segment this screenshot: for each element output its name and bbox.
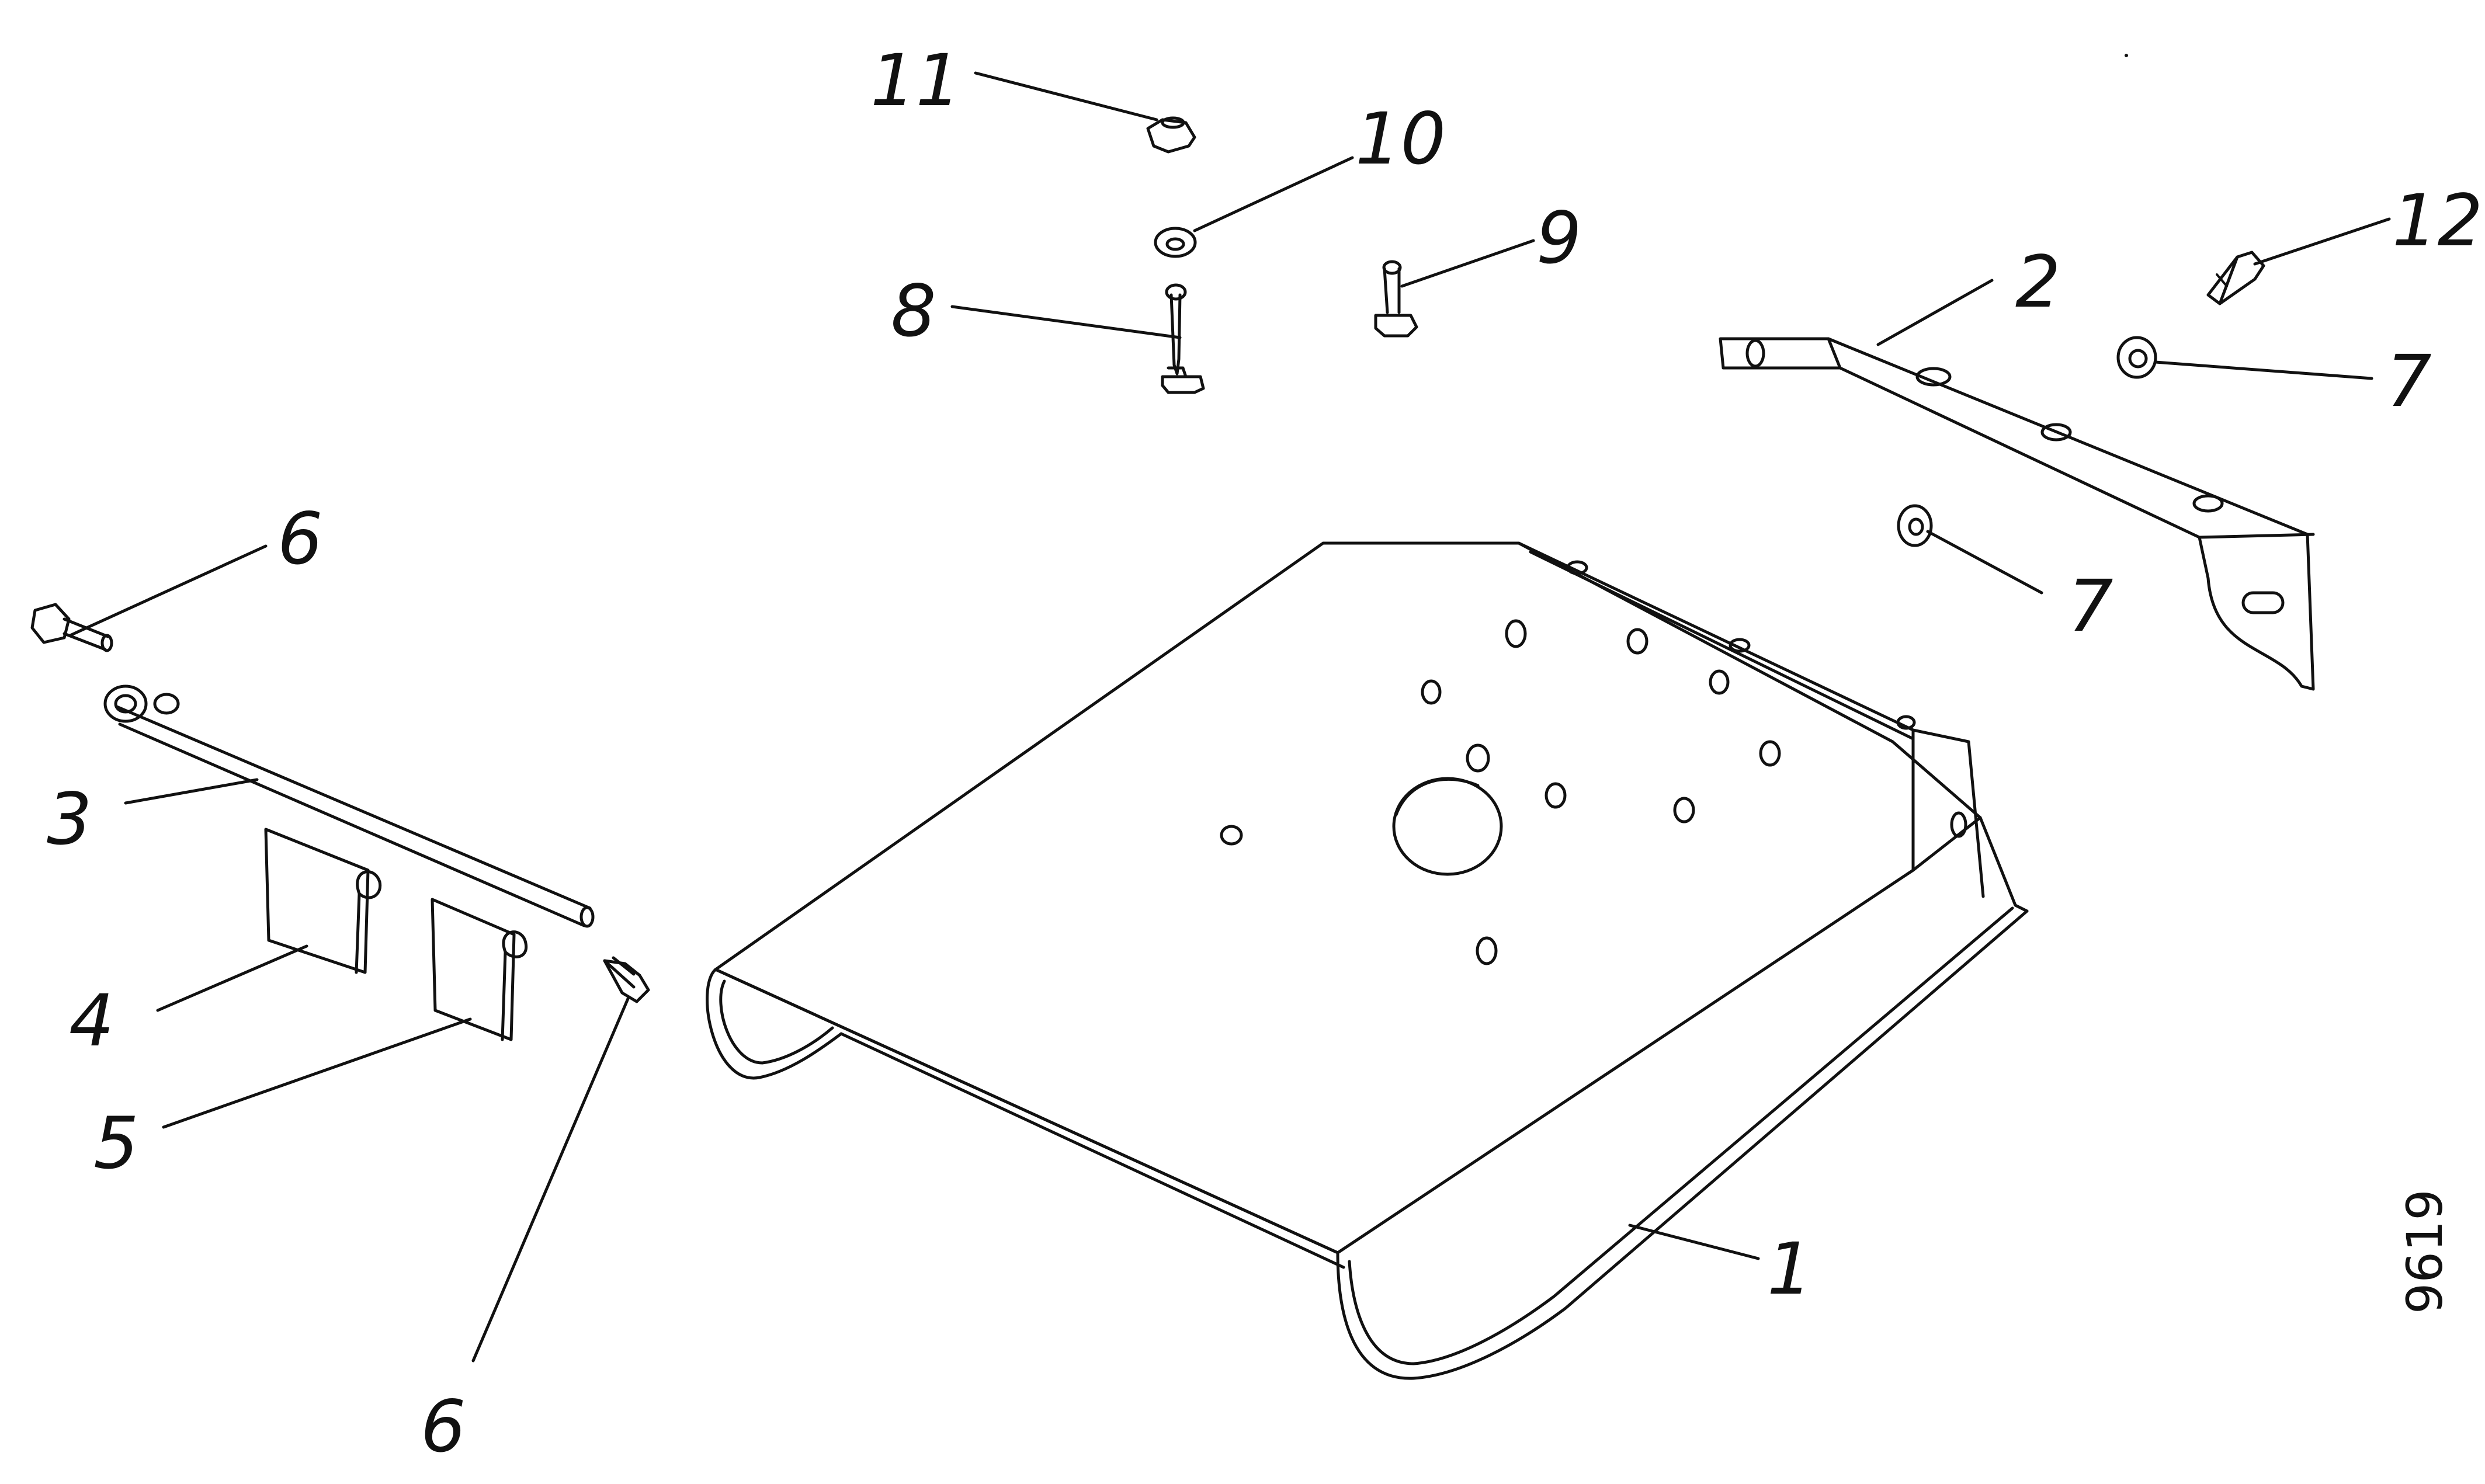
callout-8: 8: [891, 270, 936, 353]
part-7-washer-upper: [2116, 336, 2157, 379]
part-10-washer: [1154, 227, 1197, 258]
callout-numbers: 1 2 3 4 5 6 6 7 7 8 9 10 11 12: [47, 39, 2483, 1468]
callout-6-lower: 6: [421, 1385, 466, 1468]
part-8-pin: [1161, 283, 1205, 394]
callout-7-lower: 7: [2068, 565, 2113, 648]
part-1-base-plate: [706, 541, 2029, 1380]
callout-3: 3: [47, 778, 92, 861]
callout-11: 11: [870, 39, 961, 122]
figure-number: 9619: [2396, 1189, 2453, 1314]
part-3-rod: [103, 684, 595, 928]
callout-7-upper: 7: [2386, 340, 2432, 423]
callout-4: 4: [69, 979, 114, 1062]
callout-5: 5: [93, 1102, 139, 1185]
part-4-flap: [264, 828, 382, 974]
callout-12: 12: [2392, 179, 2483, 262]
callout-6-upper: 6: [277, 498, 323, 581]
part-5-flap: [431, 898, 528, 1041]
part-11-cap-nut: [1146, 116, 1196, 154]
part-7-washer-lower: [1897, 504, 1933, 547]
callout-9: 9: [1536, 197, 1582, 280]
callout-2: 2: [2015, 241, 2061, 324]
part-9-pin: [1374, 260, 1418, 338]
callout-1: 1: [1767, 1228, 1813, 1311]
part-6-bolt-upper: [30, 603, 113, 652]
part-2-bracket: [1719, 337, 2315, 691]
callout-10: 10: [1355, 98, 1446, 180]
part-6-bolt-lower: [603, 956, 650, 1003]
part-12-bolt: [2206, 251, 2265, 305]
leader-lines: [68, 71, 2391, 1363]
speck: [2125, 54, 2128, 57]
